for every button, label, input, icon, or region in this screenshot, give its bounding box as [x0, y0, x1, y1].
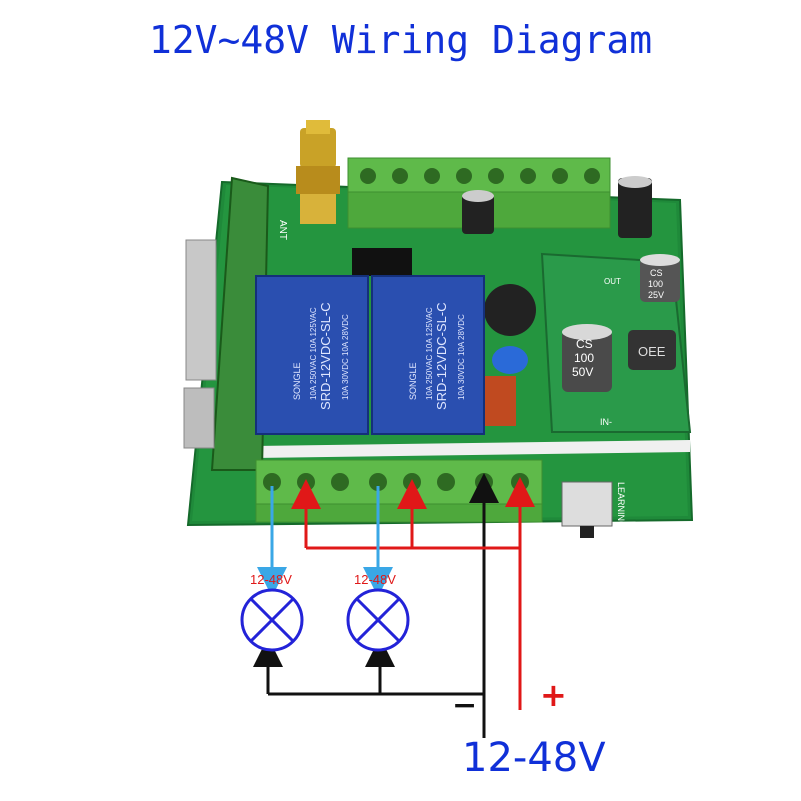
capacitor-small: CS 100 25V	[640, 254, 680, 302]
learning-button	[561, 481, 613, 538]
top-terminal-block	[347, 157, 611, 229]
lamp-1	[240, 588, 304, 652]
buzzer	[484, 284, 536, 336]
antenna-label: ANT	[277, 220, 288, 240]
ic-chip	[352, 248, 412, 276]
film-capacitor	[484, 376, 516, 426]
cap-large-line2: 100	[574, 351, 594, 365]
capacitor-top	[462, 176, 652, 238]
in-label: IN-	[600, 417, 612, 427]
bottom-terminal-block	[255, 459, 543, 523]
relay-2-brand: SONGLE	[408, 362, 418, 400]
out-label: OUT	[604, 277, 621, 286]
relay-1-rating1: 10A 250VAC 10A 125VAC	[309, 307, 318, 400]
cap-small-line2: 100	[648, 279, 663, 289]
inductor: OEE	[628, 330, 676, 370]
learning-label: LEARNING	[616, 482, 626, 528]
cap-small-line3: 25V	[648, 290, 664, 300]
positive-terminal-label: +	[540, 676, 567, 714]
lamp-1-voltage-label: 12-48V	[250, 572, 292, 587]
antenna-connector	[296, 120, 340, 224]
relay-2-model: SRD-12VDC-SL-C	[434, 302, 449, 410]
capacitor-large: CS 100 50V	[562, 324, 612, 392]
inductor-label: OEE	[638, 344, 666, 359]
diagram-title: 12V~48V Wiring Diagram	[148, 18, 653, 62]
lamp-2	[346, 588, 410, 652]
cap-large-line3: 50V	[572, 365, 593, 379]
relay-1: SRD-12VDC-SL-C SONGLE 10A 250VAC 10A 125…	[255, 275, 369, 435]
negative-terminal-label: −	[452, 688, 478, 723]
wires-lamp	[257, 486, 393, 597]
relay-2-rating1: 10A 250VAC 10A 125VAC	[425, 307, 434, 400]
lamp-2-voltage-label: 12-48V	[354, 572, 396, 587]
supply-voltage-label: 12-48V	[462, 735, 606, 781]
wires-positive	[291, 477, 535, 710]
cap-small-line1: CS	[650, 268, 663, 278]
relay-2-rating2: 10A 30VDC 10A 28VDC	[457, 314, 466, 400]
relay-1-rating2: 10A 30VDC 10A 28VDC	[341, 314, 350, 400]
relay-1-model: SRD-12VDC-SL-C	[318, 302, 333, 410]
cap-large-line1: CS	[576, 337, 593, 351]
relay-2: SRD-12VDC-SL-C SONGLE 10A 250VAC 10A 125…	[371, 275, 485, 435]
ceramic-capacitor	[492, 346, 528, 374]
power-module: CS 100 50V CS 100 25V OEE IN- OUT	[540, 252, 692, 433]
relay-1-brand: SONGLE	[292, 362, 302, 400]
